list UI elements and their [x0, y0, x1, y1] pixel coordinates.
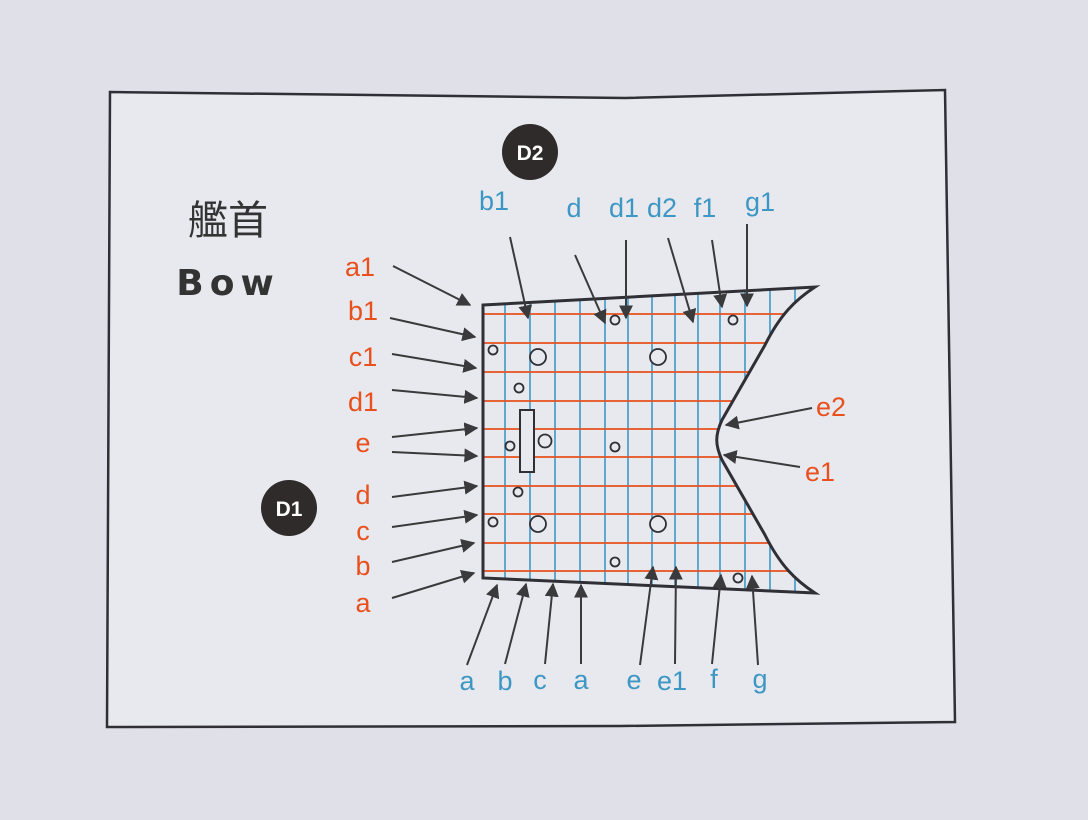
left-label-a: a: [355, 588, 371, 618]
bottom-labels: a b c a e e1 f g: [459, 664, 767, 696]
bottom-label-e1: e1: [657, 666, 687, 696]
bottom-label-a-2: a: [573, 665, 589, 695]
part-hole: [487, 344, 499, 356]
pointer-arrow: [711, 573, 727, 665]
instruction-frame: [105, 88, 957, 729]
right-labels: e2 e1: [805, 392, 846, 487]
pointer-arrow: [392, 265, 472, 306]
part-hole: [537, 433, 553, 449]
badge-d1-label: D1: [276, 498, 303, 521]
part-hole: [609, 441, 621, 453]
pointer-arrow: [391, 422, 479, 438]
part-hole: [732, 572, 744, 584]
top-labels: b1 d d1 d2 f1 g1: [479, 186, 775, 223]
title-english: Bow: [176, 263, 279, 304]
bottom-label-a-1: a: [459, 666, 475, 696]
part-hole: [513, 382, 525, 394]
part-hole: [609, 556, 621, 568]
pointer-arrow: [391, 448, 479, 463]
pointer-arrow: [391, 389, 479, 404]
pointer-arrow: [724, 407, 813, 430]
pointer-arrow: [722, 450, 801, 468]
left-label-c: c: [356, 516, 370, 546]
pointer-arrow: [391, 539, 476, 563]
part-hole: [649, 515, 667, 533]
pointer-arrow: [667, 237, 697, 324]
badge-d2: D2: [502, 124, 558, 180]
left-label-b1: b1: [348, 296, 378, 326]
badge-d2-label: D2: [517, 142, 544, 165]
pointer-arrow: [391, 480, 479, 498]
left-label-d1: d1: [348, 387, 378, 417]
pointer-arrows: [389, 224, 813, 666]
bow-part-outline: [481, 285, 821, 595]
top-label-d2: d2: [647, 193, 677, 223]
left-label-a1: a1: [345, 252, 375, 282]
right-label-e1: e1: [805, 457, 835, 487]
pointer-arrow: [745, 574, 760, 666]
pointer-arrow: [389, 317, 477, 342]
pointer-arrow: [544, 582, 559, 665]
part-holes: [487, 314, 744, 584]
right-label-e2: e2: [816, 392, 846, 422]
pointer-arrow: [391, 509, 479, 528]
top-label-d: d: [566, 193, 581, 223]
pointer-arrow: [711, 239, 728, 309]
part-hole: [609, 314, 621, 326]
part-hole: [504, 440, 516, 452]
part-hole: [487, 516, 499, 528]
badge-d1: D1: [261, 480, 317, 536]
bottom-label-c: c: [533, 665, 547, 695]
bottom-label-f: f: [710, 664, 718, 694]
part-hole: [512, 486, 524, 498]
top-label-b1: b1: [479, 186, 509, 216]
pointer-arrow: [639, 565, 659, 666]
bottom-label-g: g: [752, 664, 767, 694]
pointer-arrow: [391, 353, 478, 373]
part-hole: [649, 348, 667, 366]
left-label-d: d: [355, 480, 370, 510]
pointer-arrow: [391, 569, 476, 599]
left-label-e: e: [355, 428, 370, 458]
top-label-f1: f1: [694, 193, 717, 223]
pointer-arrow: [668, 565, 683, 665]
left-label-c1: c1: [349, 342, 378, 372]
pointer-arrow: [509, 236, 533, 320]
pointer-arrow: [574, 254, 607, 325]
pointer-arrow: [466, 583, 500, 666]
left-label-b: b: [355, 551, 370, 581]
part-hole: [529, 515, 547, 533]
top-label-d1: d1: [609, 193, 639, 223]
pointer-arrow: [504, 582, 530, 665]
left-labels: a1 b1 c1 d1 e d c b a: [345, 252, 378, 618]
top-label-g1: g1: [745, 187, 775, 217]
part-slot: [519, 409, 535, 473]
part-hole: [529, 348, 547, 366]
bottom-label-e: e: [626, 665, 641, 695]
bottom-label-b: b: [497, 666, 512, 696]
title-japanese: 艦首: [188, 198, 268, 244]
part-hole: [727, 314, 739, 326]
